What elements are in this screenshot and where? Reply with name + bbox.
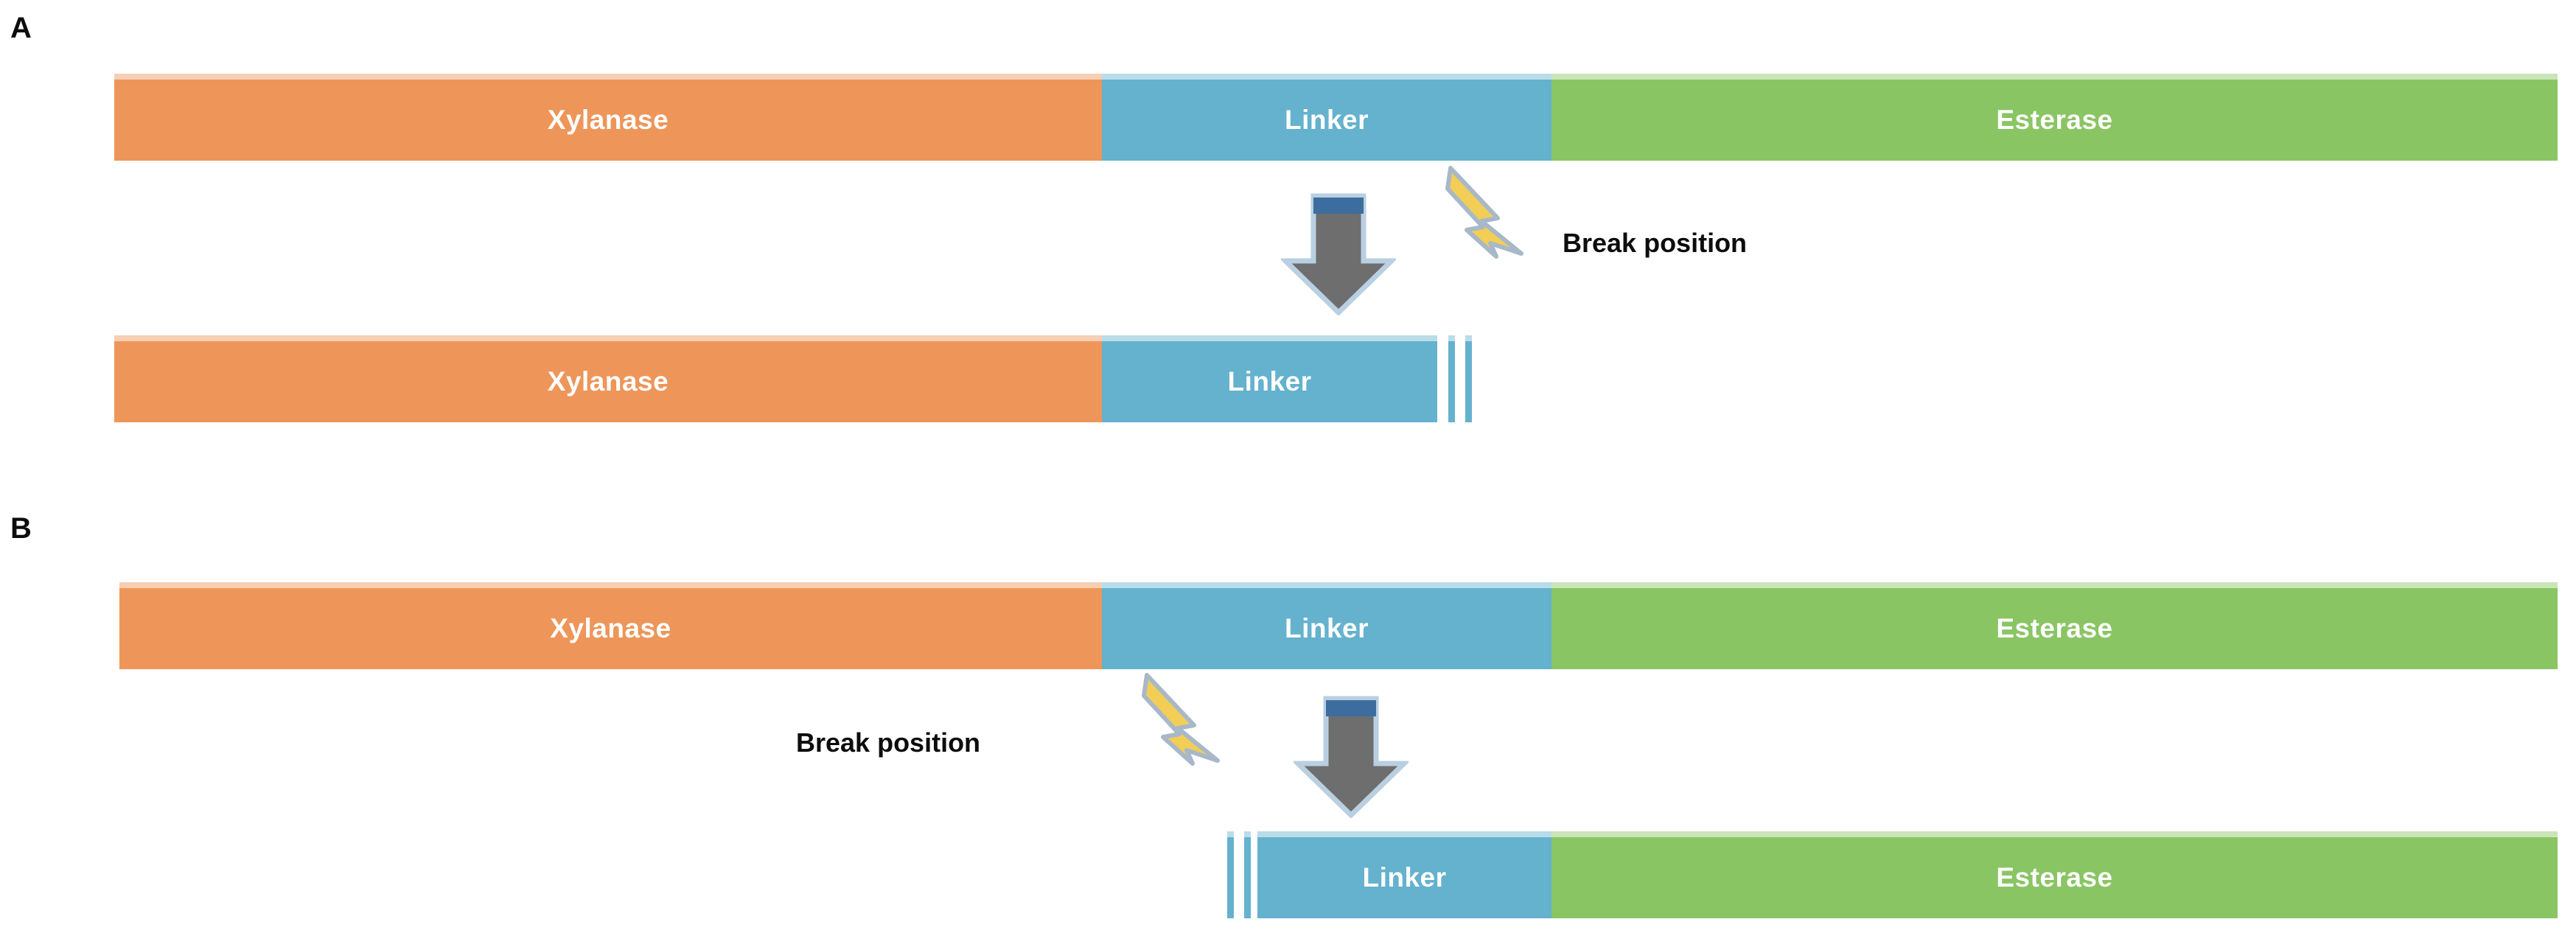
panel-a-full-construct-bar: Xylanase Linker Esterase xyxy=(114,74,2558,161)
panel-a-segment-xylanase-label: Xylanase xyxy=(547,105,669,135)
panel-b-transformation-arrow-icon xyxy=(1291,696,1411,819)
panel-a-segment-linker: Linker xyxy=(1102,74,1551,161)
panel-b-segment-linker: Linker xyxy=(1102,582,1551,669)
panel-b-product-segment-esterase-label: Esterase xyxy=(1996,862,2113,893)
panel-a-truncation-mark-1 xyxy=(1448,335,1455,422)
panel-b-product-segment-linker-label: Linker xyxy=(1362,862,1447,893)
panel-b-full-construct-bar: Xylanase Linker Esterase xyxy=(119,582,2558,669)
panel-a-break-position-label: Break position xyxy=(1563,228,1748,258)
panel-a-segment-esterase: Esterase xyxy=(1551,74,2558,161)
panel-a-segment-esterase-label: Esterase xyxy=(1996,105,2113,135)
panel-b-segment-linker-label: Linker xyxy=(1284,613,1369,643)
panel-a-segment-xylanase: Xylanase xyxy=(114,74,1102,161)
panel-a-product-segment-linker: Linker xyxy=(1102,335,1437,422)
panel-b-truncation-mark-2 xyxy=(1244,831,1251,918)
panel-a-product-segment-linker-label: Linker xyxy=(1227,366,1312,397)
panel-letter-b: B xyxy=(10,512,32,545)
panel-b-truncation-mark-1 xyxy=(1227,831,1234,918)
panel-b-break-position-label: Break position xyxy=(796,727,981,758)
panel-a-break-position-bolt-icon xyxy=(1445,164,1533,261)
panel-b-segment-xylanase-label: Xylanase xyxy=(550,613,671,643)
panel-a-segment-linker-label: Linker xyxy=(1284,105,1369,135)
panel-a-product-segment-xylanase: Xylanase xyxy=(114,335,1102,422)
panel-b-segment-esterase-label: Esterase xyxy=(1996,613,2113,643)
panel-a-transformation-arrow-icon xyxy=(1279,193,1398,316)
panel-b-break-position-bolt-icon xyxy=(1141,671,1229,768)
panel-b-segment-esterase: Esterase xyxy=(1551,582,2558,669)
panel-a-truncation-mark-2 xyxy=(1465,335,1472,422)
panel-b-product-bar: Linker Esterase xyxy=(1257,831,2558,918)
panel-a-product-bar: Xylanase Linker xyxy=(114,335,1437,422)
panel-b-segment-xylanase: Xylanase xyxy=(119,582,1102,669)
panel-b-product-segment-linker: Linker xyxy=(1257,831,1551,918)
panel-letter-a: A xyxy=(10,12,32,44)
panel-a-product-segment-xylanase-label: Xylanase xyxy=(547,366,669,397)
panel-b-product-segment-esterase: Esterase xyxy=(1551,831,2558,918)
